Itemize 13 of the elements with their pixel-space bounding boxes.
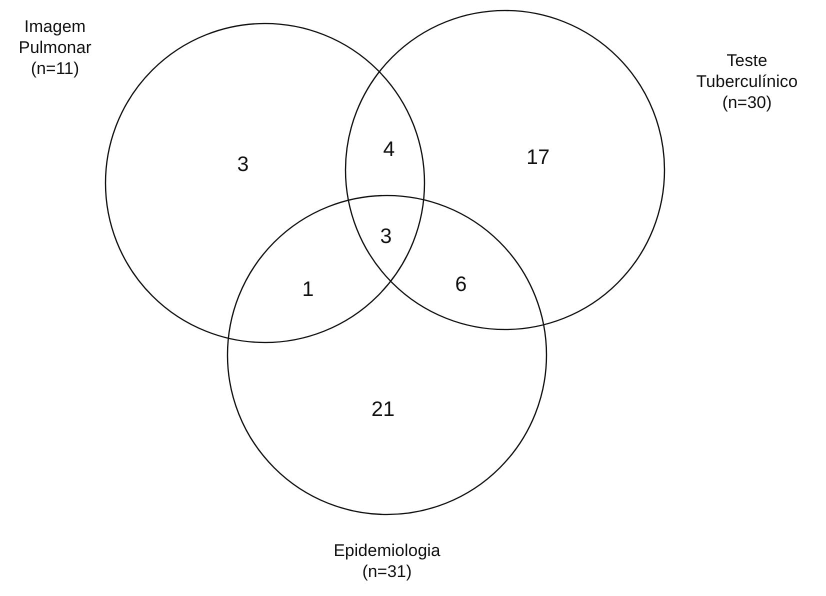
set-count: (n=30) — [722, 92, 772, 113]
region-count: 4 — [383, 138, 395, 162]
set-count: (n=31) — [362, 561, 412, 582]
region-count: 6 — [455, 273, 467, 297]
set-label: Imagem Pulmonar — [18, 16, 92, 58]
set-label: Epidemiologia — [334, 540, 440, 561]
region-count: 21 — [371, 398, 395, 422]
set-label: Teste Tuberculínico — [695, 50, 799, 92]
set-count: (n=11) — [30, 58, 80, 79]
region-count: 17 — [526, 146, 550, 170]
region-count: 1 — [302, 278, 314, 302]
region-count: 3 — [380, 225, 392, 249]
region-count: 3 — [237, 153, 249, 177]
